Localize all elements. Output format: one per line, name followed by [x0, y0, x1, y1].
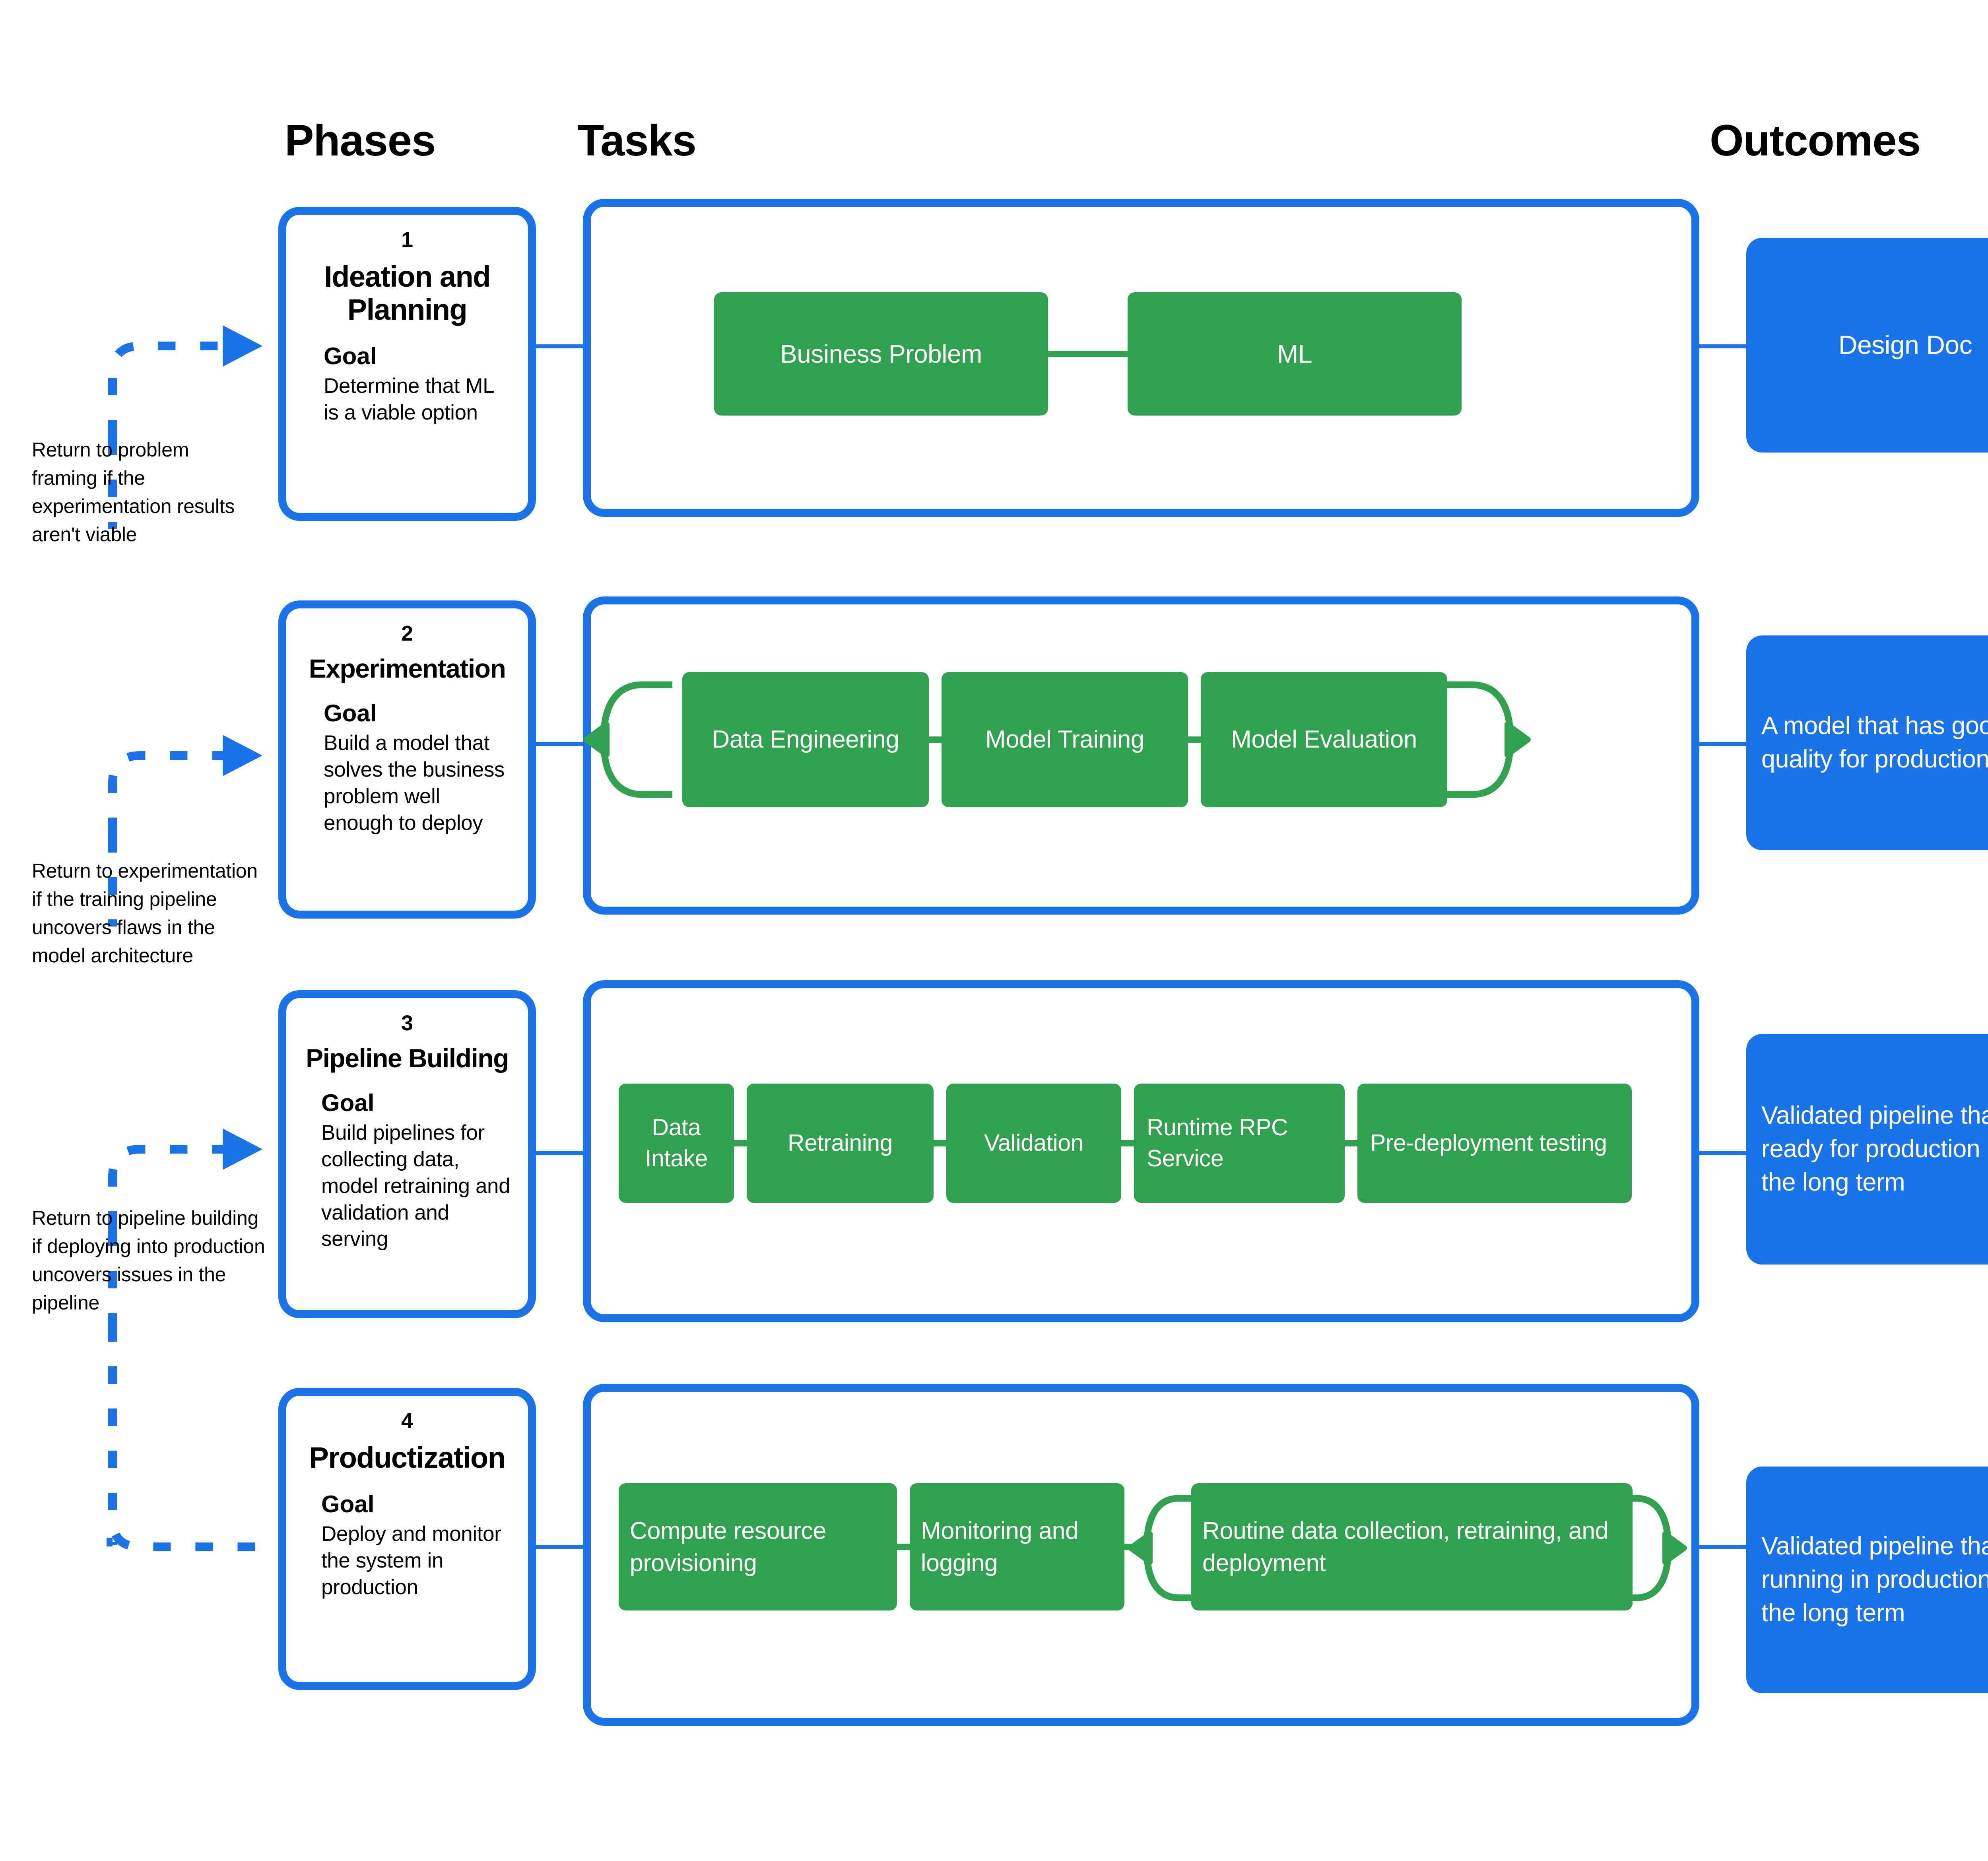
connector-tasks3-outcome [1695, 1151, 1746, 1155]
connector-phase4-tasks [536, 1545, 588, 1549]
phase-title: Productization [309, 1441, 506, 1474]
return-path-2 [108, 735, 262, 835]
goal-label: Goal [324, 343, 377, 370]
outcome-3[interactable]: Validated pipeline that's ready for prod… [1746, 1034, 1988, 1265]
task-chip-compute-resource-provisioning[interactable]: Compute resource provisioning [619, 1483, 897, 1610]
phase-number: 4 [401, 1409, 414, 1433]
task-chip-data-engineering[interactable]: Data Engineering [682, 672, 929, 807]
phase-card-4[interactable]: 4 Productization Goal Deploy and monitor… [278, 1388, 536, 1690]
return-note-3: Return to pipeline building if deploying… [32, 1207, 265, 1314]
outcome-1[interactable]: Design Doc [1746, 238, 1988, 453]
goal-label: Goal [321, 1090, 375, 1117]
goal-text: Build pipelines for collecting data, mod… [321, 1121, 511, 1251]
task-link-1 [1048, 351, 1128, 357]
loop-arrow-left-icon [1128, 1495, 1198, 1601]
column-heading-outcomes: Outcomes [1710, 116, 1921, 165]
column-heading-tasks: Tasks [577, 116, 697, 165]
loop-arrow-right-icon [1442, 681, 1531, 798]
outcome-4[interactable]: Validated pipeline that's running in pro… [1746, 1467, 1988, 1693]
task-chip-model-evaluation[interactable]: Model Evaluation [1201, 672, 1447, 807]
phase-card-1[interactable]: 1 Ideation and Planning Goal Determine t… [278, 207, 536, 521]
return-note-1: Return to problem framing if the experim… [32, 439, 235, 546]
loop-arrow-left-icon [583, 681, 672, 798]
goal-label: Goal [321, 1491, 375, 1518]
task-chip-runtime-rpc-service[interactable]: Runtime RPC Service [1134, 1084, 1345, 1203]
phase-title: Pipeline Building [306, 1043, 509, 1073]
return-note-2: Return to experimentation if the trainin… [32, 860, 258, 967]
column-heading-phases: Phases [285, 116, 436, 165]
connector-tasks1-outcome [1695, 344, 1746, 348]
phase-number: 1 [401, 228, 414, 252]
task-link-3 [1121, 1140, 1134, 1146]
task-link-1 [734, 1140, 747, 1146]
task-link-1 [929, 736, 942, 743]
outcome-2[interactable]: A model that has good quality for produc… [1746, 635, 1988, 850]
task-link-4 [1345, 1140, 1357, 1146]
task-chip-routine-data-collection[interactable]: Routine data collection, retraining, and… [1191, 1483, 1633, 1610]
task-chip-pre-deployment-testing[interactable]: Pre-deployment testing [1357, 1084, 1632, 1203]
task-chip-model-training[interactable]: Model Training [942, 672, 1188, 807]
goal-text: Determine that ML is a viable option [324, 374, 494, 424]
phase-number: 3 [401, 1011, 414, 1035]
loop-arrow-right-icon [1617, 1495, 1687, 1601]
task-link-1 [897, 1544, 910, 1550]
connector-tasks4-outcome [1695, 1545, 1746, 1549]
goal-label: Goal [324, 700, 377, 727]
phase-title: Ideation and Planning [324, 260, 491, 326]
task-chip-validation[interactable]: Validation [946, 1084, 1121, 1203]
task-chip-monitoring-and-logging[interactable]: Monitoring and logging [910, 1483, 1124, 1610]
connector-phase1-tasks [536, 344, 588, 348]
goal-text: Deploy and monitor the system in product… [321, 1522, 501, 1599]
phase-card-3[interactable]: 3 Pipeline Building Goal Build pipelines… [278, 990, 536, 1318]
phase-title: Experimentation [309, 654, 506, 684]
task-container-2: Data Engineering Model Training Model Ev… [583, 596, 1699, 915]
phase-number: 2 [401, 622, 414, 645]
task-container-1: Business Problem ML [583, 199, 1699, 517]
task-container-4: Compute resource provisioning Monitoring… [583, 1384, 1699, 1726]
connector-phase2-tasks [536, 742, 588, 746]
task-container-3: Data Intake Retraining Validation Runtim… [583, 980, 1699, 1322]
task-chip-business-problem[interactable]: Business Problem [714, 292, 1048, 416]
goal-text: Build a model that solves the business p… [324, 731, 505, 835]
task-chip-retraining[interactable]: Retraining [747, 1084, 934, 1203]
task-chip-ml[interactable]: ML [1128, 292, 1462, 416]
task-link-2 [934, 1140, 946, 1146]
phase-card-2[interactable]: 2 Experimentation Goal Build a model tha… [278, 600, 536, 919]
return-path-1 [108, 325, 262, 437]
task-chip-data-intake[interactable]: Data Intake [619, 1084, 734, 1203]
connector-tasks2-outcome [1695, 742, 1746, 746]
task-link-2 [1188, 736, 1201, 743]
connector-phase3-tasks [536, 1151, 588, 1155]
